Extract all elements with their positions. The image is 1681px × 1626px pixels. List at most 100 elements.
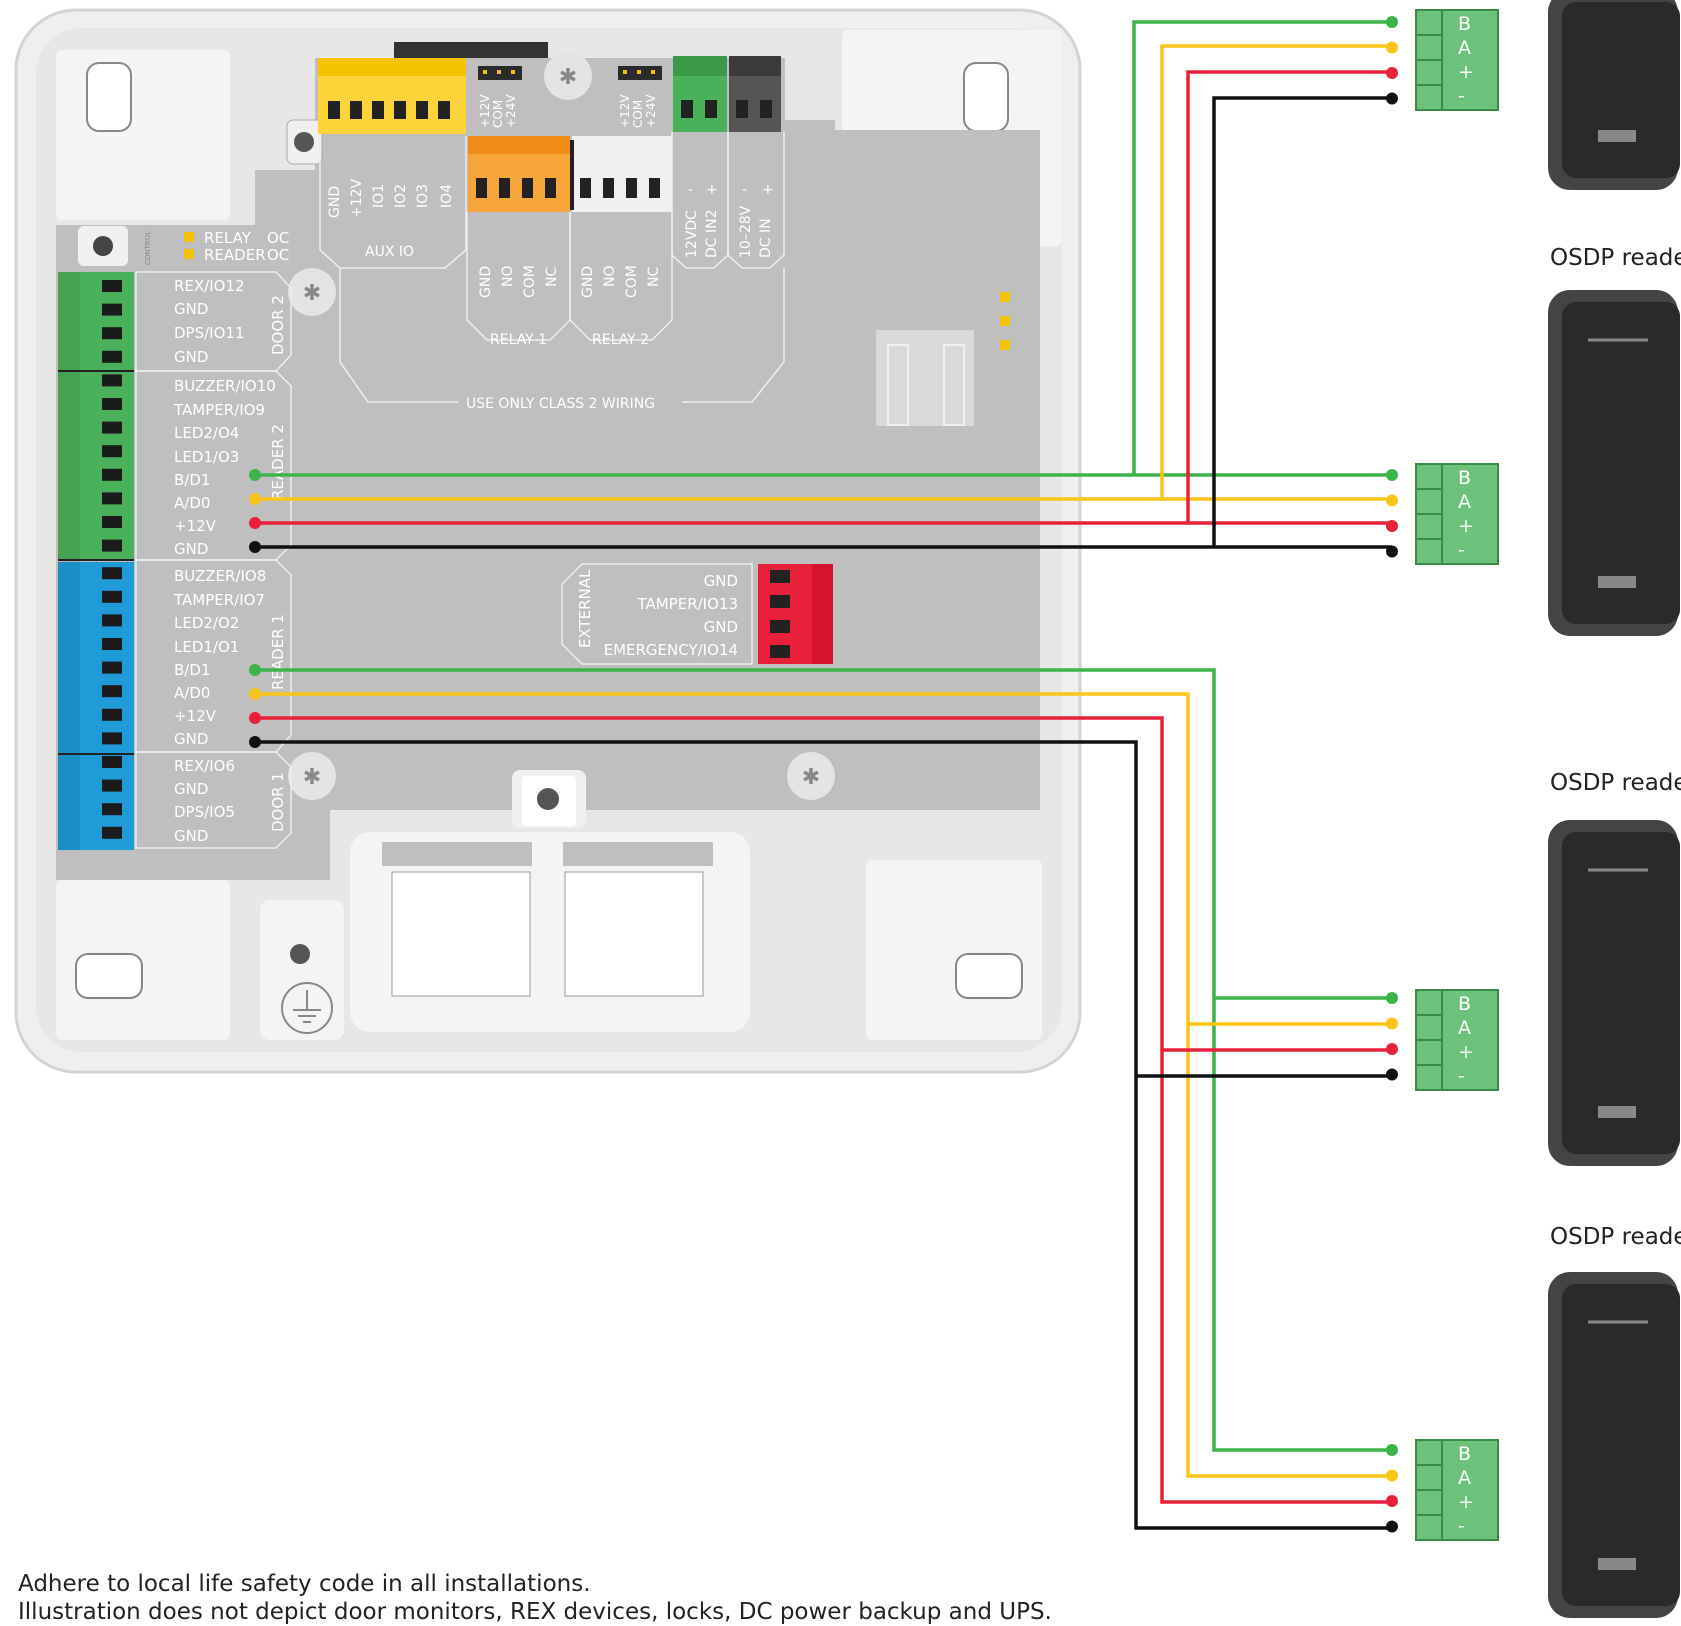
dc-in2-polarity: + <box>706 182 718 198</box>
wire-end-dot <box>249 736 261 748</box>
aux-pin-label: +12V <box>349 178 365 218</box>
relay2-pin-label: NO <box>602 266 618 288</box>
aux-pin-label: IO1 <box>371 184 387 208</box>
terminal-pin <box>102 826 122 839</box>
wire-a <box>1160 44 1392 499</box>
reader2-pin-label: A/D0 <box>174 494 210 512</box>
ground-icon <box>281 982 333 1034</box>
reader-label: OSDP reader <box>1550 1224 1681 1250</box>
reader-terminal-pin-label: A <box>1458 37 1471 59</box>
svg-text:✱: ✱ <box>303 281 321 306</box>
reader-terminal-pin-label: A <box>1458 1467 1471 1489</box>
reader-terminal-pin-label: + <box>1458 1041 1474 1063</box>
note-line: Illustration does not depict door monito… <box>18 1599 1052 1625</box>
screw-icon: ✱ <box>787 752 835 800</box>
reader-terminal-pin-label: + <box>1458 61 1474 83</box>
reader1-pin-label: +12V <box>174 707 217 725</box>
reader1-pin-label: A/D0 <box>174 684 210 702</box>
dc-in2-label: 12VDC <box>684 210 700 258</box>
relay2-connector <box>570 136 672 212</box>
relay1-connector <box>468 136 570 212</box>
relay1-pin-label: NC <box>544 267 560 287</box>
door1-pin-label: DPS/IO5 <box>174 803 235 821</box>
reader-terminal-block: BA+- <box>1415 463 1499 565</box>
door1-pin-label: REX/IO6 <box>174 757 235 775</box>
terminal-pin <box>102 661 122 674</box>
aux-pin-label: IO2 <box>393 184 409 208</box>
reader1-pin-label: B/D1 <box>174 661 210 679</box>
aux-io-connector <box>318 58 466 134</box>
reader1-pin-label: GND <box>174 730 208 748</box>
svg-text:✱: ✱ <box>802 765 820 790</box>
svg-text:✱: ✱ <box>303 765 321 790</box>
status-led-label: RELAY <box>204 229 252 247</box>
wire-end-dot <box>1386 469 1398 481</box>
osdp-reader: OSDP reader <box>1548 770 1681 1166</box>
wire-end-dot <box>249 541 261 553</box>
wire-end-dot <box>249 517 261 529</box>
wire-end-dot <box>1386 41 1398 54</box>
mount-slot-bl <box>75 953 143 999</box>
relay1-pin-label: COM <box>522 265 538 298</box>
reader-terminal-pin-label: B <box>1458 467 1471 489</box>
terminal-pin <box>102 327 122 340</box>
reader2-label: READER 2 <box>269 424 287 500</box>
terminal-pin <box>102 516 122 528</box>
external-pin-label: EMERGENCY/IO14 <box>604 641 738 659</box>
wire-end-dot <box>249 664 261 676</box>
note-line: Adhere to local life safety code in all … <box>18 1571 591 1597</box>
status-oc-label: OC <box>267 246 289 264</box>
wire-end-dot <box>1386 1043 1398 1055</box>
relay1-label: RELAY 1 <box>490 332 547 348</box>
door2-pin-label: DPS/IO11 <box>174 324 245 342</box>
status-oc-label: OC <box>267 229 289 247</box>
reader-led <box>184 249 194 259</box>
reader-terminal-pin-label: + <box>1458 1491 1474 1513</box>
reader-terminal-pin-label: B <box>1458 1443 1471 1465</box>
aux-io-label: AUX IO <box>365 244 414 260</box>
relay2-pin-label: NC <box>646 267 662 287</box>
jumper-pin-label: +24V <box>644 94 658 128</box>
wire-end-dot <box>1386 520 1398 532</box>
svg-text:✱: ✱ <box>559 65 577 90</box>
screw-icon: ✱ <box>544 52 592 100</box>
wire-end-dot <box>1386 545 1398 558</box>
jumper-pin-label: +24V <box>504 94 518 128</box>
reader2-pin-label: B/D1 <box>174 471 210 489</box>
terminal-pin <box>102 567 122 580</box>
wire-end-dot <box>1386 1444 1398 1456</box>
jumper-pin-label: +12V <box>478 94 492 128</box>
terminal-pin <box>102 638 122 650</box>
relay2-pin-label: COM <box>624 265 640 298</box>
terminal-pin <box>102 350 122 363</box>
wire-end-dot <box>1386 67 1398 79</box>
mount-slot-br <box>955 953 1023 999</box>
jumper-pin-label: +12V <box>618 94 632 128</box>
dc-in-connector <box>729 56 781 132</box>
aux-pin-label: IO3 <box>415 184 431 208</box>
wire-end-dot <box>249 469 261 481</box>
reader-terminal-pin-label: - <box>1458 1515 1465 1537</box>
wiring-reader1 <box>255 668 1392 1530</box>
dc-in-polarity: - <box>742 182 747 198</box>
relay1-pin-label: GND <box>478 266 494 298</box>
dc-in-label: DC IN <box>758 218 774 258</box>
controller-enclosure: ✱ ✱ ✱ ✱ <box>14 8 1082 1074</box>
reader-label: OSDP reader <box>1550 770 1681 796</box>
wire-end-dot <box>1386 1520 1398 1533</box>
reader-terminal-block: BA+- <box>1415 1439 1499 1541</box>
control-label: CONTROL <box>144 231 152 265</box>
wire-end-dot <box>1386 992 1398 1004</box>
external-connector <box>758 564 833 664</box>
door2-pin-label: GND <box>174 348 208 366</box>
screw-icon: ✱ <box>288 268 336 316</box>
reader-terminal-pin-label: A <box>1458 1017 1471 1039</box>
terminal-pin <box>102 756 122 768</box>
wire-b <box>255 668 1392 1452</box>
door2-reader2-terminal-block <box>58 272 134 560</box>
reader2-pin-label: LED1/O3 <box>174 448 239 466</box>
terminal-pin <box>102 303 122 316</box>
wire-plus <box>255 716 1392 1504</box>
door1-label: DOOR 1 <box>269 772 287 832</box>
